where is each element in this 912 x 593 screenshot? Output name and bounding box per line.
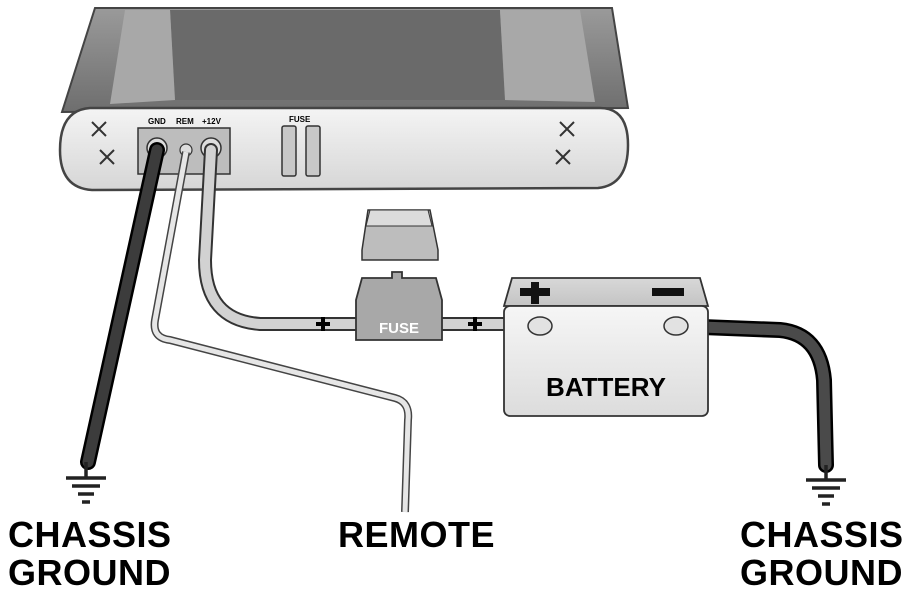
inline-fuse-label: FUSE [379, 320, 419, 337]
chassis-ground-left-line2: GROUND [8, 552, 171, 593]
chassis-ground-right-line2: GROUND [740, 552, 903, 593]
battery: BATTERY [502, 277, 710, 417]
battery-body [503, 305, 709, 417]
inline-fuse: FUSE [355, 209, 443, 341]
plus-icon [468, 317, 482, 331]
battery-plus-icon [520, 282, 550, 304]
screw-icon [91, 121, 107, 137]
positive-markers [316, 317, 482, 331]
fuse-cap-top [365, 209, 433, 227]
screw-icon [559, 121, 575, 137]
remote-label: REMOTE [338, 516, 495, 554]
terminal-label-rem: REM [176, 117, 194, 126]
amplifier-screws [91, 121, 575, 165]
chassis-ground-right-line1: CHASSIS [740, 514, 904, 555]
battery-positive-post[interactable] [527, 316, 553, 336]
battery-top [502, 277, 710, 307]
amp-fuse-slot-right [305, 125, 321, 177]
remote-label-text: REMOTE [338, 514, 496, 555]
chassis-ground-left-label: CHASSIS GROUND [8, 516, 172, 592]
terminal-label-12v: +12V [202, 117, 222, 126]
battery-label: BATTERY [546, 372, 666, 402]
amplifier-fin-left [110, 10, 175, 104]
amplifier-heatsink [170, 10, 505, 100]
ground-wire-left [82, 144, 163, 468]
battery-negative-post[interactable] [663, 316, 689, 336]
amplifier-fin-right [500, 10, 595, 102]
amplifier: GND REM +12V FUSE [58, 7, 630, 192]
screw-icon [99, 149, 115, 165]
chassis-ground-right-label: CHASSIS GROUND [740, 516, 904, 592]
screw-icon [555, 149, 571, 165]
ground-symbol-right-icon [806, 465, 846, 506]
ground-wire-right [670, 320, 832, 471]
battery-minus-icon [652, 288, 684, 296]
plus-icon [316, 317, 330, 331]
chassis-ground-left-line1: CHASSIS [8, 514, 172, 555]
positive-wire [199, 145, 545, 329]
remote-wire [152, 151, 411, 513]
amp-fuse-label: FUSE [289, 115, 311, 124]
fuse-holder [355, 271, 443, 341]
terminal-label-gnd: GND [148, 117, 166, 126]
amp-fuse-slot-left [281, 125, 297, 177]
ground-symbol-left-icon [66, 462, 106, 504]
